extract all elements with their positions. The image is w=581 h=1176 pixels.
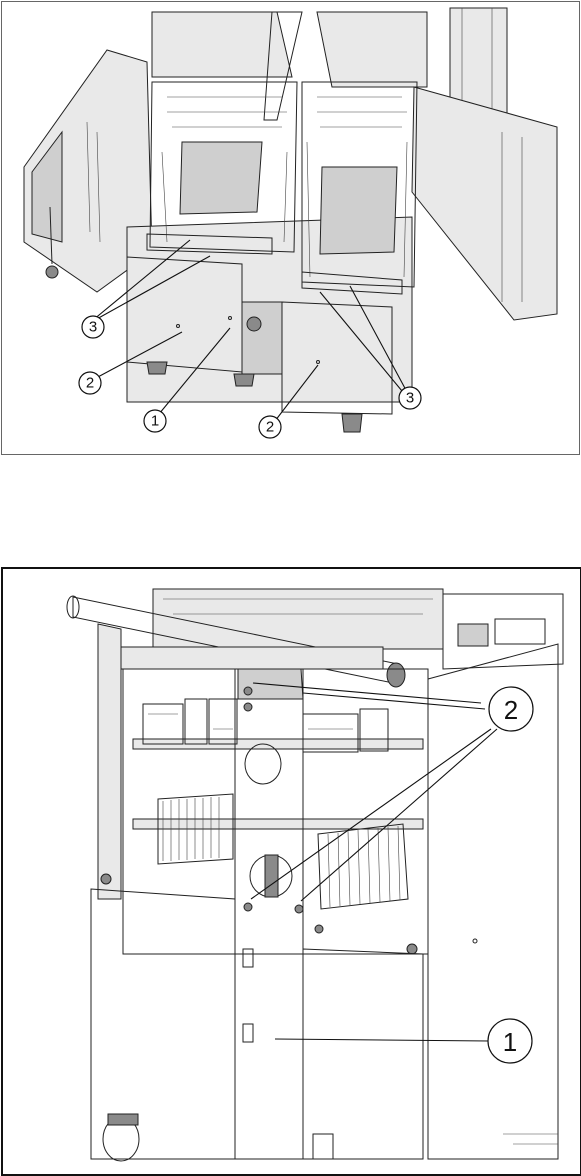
callout-2: 2 <box>489 687 533 731</box>
callout-label: 2 <box>86 375 94 392</box>
leader-line <box>96 332 182 378</box>
leader-line <box>253 683 481 703</box>
callout-1: 1 <box>488 1019 532 1063</box>
callout-2-right: 2 <box>259 416 281 438</box>
callout-label: 1 <box>151 413 159 430</box>
leader-line <box>301 729 497 901</box>
top-figure: 3 2 1 2 3 <box>1 1 580 455</box>
bottom-figure: 2 1 <box>1 567 581 1176</box>
callout-label: 3 <box>406 390 414 407</box>
leader-line <box>159 328 230 414</box>
leader-line <box>251 729 491 899</box>
callout-3-left: 3 <box>82 316 104 338</box>
callout-label: 2 <box>266 419 274 436</box>
callout-3-right: 3 <box>399 387 421 409</box>
leader-line <box>275 365 318 421</box>
callout-1: 1 <box>144 410 166 432</box>
callout-label: 2 <box>504 695 518 725</box>
leader-line <box>95 256 210 320</box>
callout-label: 3 <box>89 319 97 336</box>
leader-line <box>93 240 190 320</box>
top-callouts: 3 2 1 2 3 <box>2 2 579 454</box>
bottom-callouts: 2 1 <box>3 569 580 1174</box>
callout-2-left: 2 <box>79 372 101 394</box>
callout-label: 1 <box>503 1027 517 1057</box>
leader-line <box>275 1039 489 1041</box>
